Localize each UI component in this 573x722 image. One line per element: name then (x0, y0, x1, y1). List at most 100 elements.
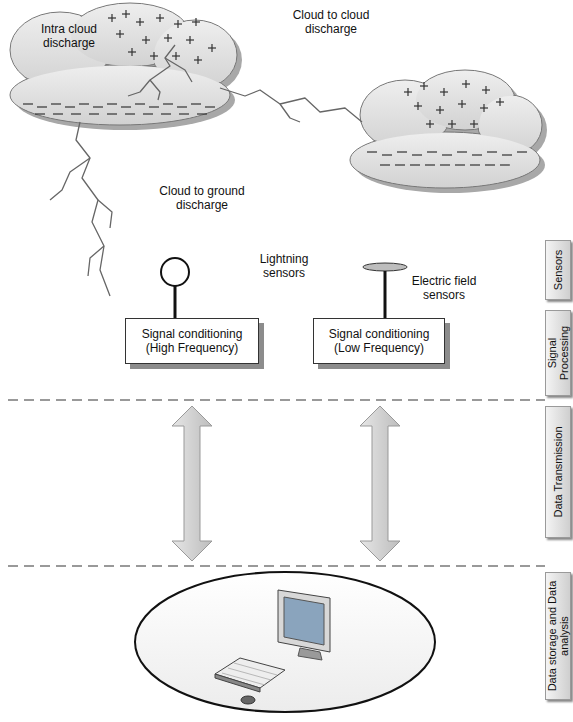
charge-stroke (502, 154, 512, 155)
charge-stroke (410, 164, 420, 165)
charge-stroke (179, 113, 189, 114)
charge-stroke (53, 113, 63, 114)
layer-band: Signal Processing (545, 310, 571, 396)
loop-antenna (161, 258, 189, 286)
annotation-label: Lightning sensors (252, 252, 316, 280)
charge-stroke (145, 36, 146, 44)
layer-band: Sensors (545, 240, 571, 300)
band-text: Data Transmission (552, 410, 564, 534)
charge-stroke (425, 164, 435, 165)
charge-stroke (443, 88, 444, 96)
charge-stroke (107, 113, 117, 114)
charge-stroke (139, 18, 140, 26)
annotation-label: Cloud to ground discharge (150, 184, 254, 212)
charge-stroke (412, 154, 422, 155)
charge-stroke (487, 151, 497, 152)
charge-stroke (125, 10, 126, 18)
double-arrow (172, 406, 212, 561)
separator (8, 399, 545, 401)
computer-icon (215, 590, 330, 704)
charge-stroke (93, 106, 103, 107)
charge-stroke (423, 82, 424, 90)
process-box: Signal conditioning (High Frequency) (125, 318, 259, 364)
charge-stroke (427, 151, 437, 152)
charge-stroke (211, 44, 212, 52)
charge-stroke (461, 100, 462, 108)
charge-stroke (380, 164, 390, 165)
charge-stroke (455, 164, 465, 165)
charge-stroke (71, 113, 81, 114)
charge-stroke (439, 106, 440, 114)
cloud (350, 70, 542, 188)
charge-stroke (472, 154, 482, 155)
charge-stroke (177, 106, 187, 107)
charge-stroke (517, 151, 527, 152)
charge-stroke (135, 103, 145, 104)
box-text: Signal conditioning (High Frequency) (132, 327, 252, 355)
charge-stroke (163, 103, 173, 104)
charge-stroke (121, 106, 131, 107)
separator (8, 565, 545, 567)
charge-stroke (177, 20, 178, 28)
charge-stroke (189, 36, 190, 44)
charge-stroke (205, 106, 215, 107)
cloud-fill (11, 4, 236, 124)
charge-signs (23, 10, 527, 165)
charge-stroke (485, 164, 495, 165)
charge-stroke (191, 103, 201, 104)
charge-stroke (429, 120, 430, 128)
charge-stroke (442, 154, 452, 155)
charge-stroke (51, 103, 61, 104)
charge-stroke (107, 103, 117, 104)
charge-stroke (417, 102, 418, 110)
charge-stroke (149, 106, 159, 107)
charge-stroke (473, 120, 474, 128)
storage-ellipse (135, 572, 435, 712)
charge-stroke (451, 120, 452, 128)
charge-stroke (367, 151, 377, 152)
charge-stroke (35, 113, 45, 114)
layer-band: Data storage and Data analysis (545, 572, 571, 700)
cloud (10, 3, 237, 125)
sensor-mast (384, 271, 387, 318)
charge-stroke (197, 113, 207, 114)
charge-stroke (161, 113, 171, 114)
charge-stroke (65, 106, 75, 107)
charge-stroke (407, 88, 408, 96)
charge-stroke (197, 56, 198, 64)
charge-stroke (395, 164, 405, 165)
antenna-mast (174, 286, 177, 318)
band-text: Signal Processing (546, 314, 570, 392)
charge-stroke (483, 104, 484, 112)
charge-stroke (23, 103, 33, 104)
box-text: Signal conditioning (Low Frequency) (320, 327, 438, 355)
band-text: Data storage and Data analysis (546, 576, 570, 696)
annotation-label: Intra cloud discharge (30, 22, 108, 50)
charge-stroke (119, 30, 120, 38)
field-sensor-plate (363, 263, 407, 271)
charge-stroke (499, 98, 500, 106)
charge-stroke (111, 14, 112, 22)
charge-stroke (167, 34, 168, 42)
annotation-label: Electric field sensors (402, 274, 486, 302)
charge-stroke (397, 151, 407, 152)
charge-stroke (159, 14, 160, 22)
charge-stroke (153, 52, 154, 60)
charge-stroke (175, 52, 176, 60)
charge-stroke (37, 106, 47, 107)
charge-stroke (440, 164, 450, 165)
charge-stroke (79, 103, 89, 104)
double-arrow (360, 406, 400, 561)
layer-band: Data Transmission (545, 406, 571, 538)
charge-stroke (89, 113, 99, 114)
charge-stroke (382, 154, 392, 155)
process-box: Signal conditioning (Low Frequency) (313, 318, 445, 364)
band-text: Sensors (552, 244, 564, 296)
charge-stroke (485, 86, 486, 94)
charge-stroke (195, 18, 196, 26)
annotation-label: Cloud to cloud discharge (283, 8, 379, 36)
charge-stroke (470, 164, 480, 165)
charge-stroke (457, 151, 467, 152)
lightning (50, 45, 362, 296)
